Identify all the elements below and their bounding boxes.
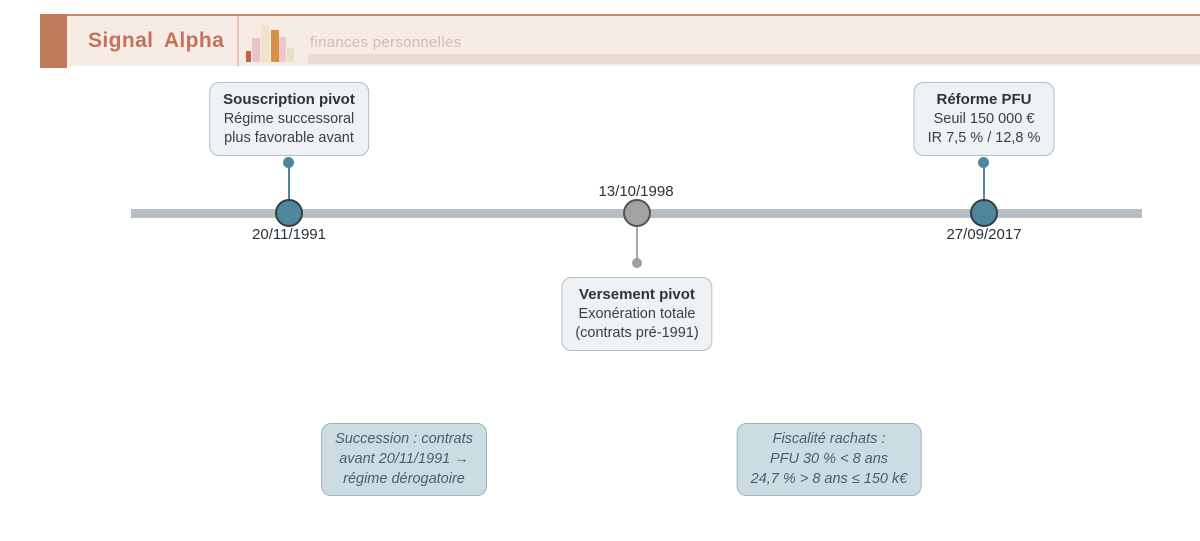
note-succession: Succession : contrats avant 20/11/1991 →… <box>321 423 487 496</box>
callout-souscription-pivot: Souscription pivot Régime successoral pl… <box>209 82 369 156</box>
subtitle-underline <box>308 54 1200 64</box>
connector-dot <box>283 157 294 168</box>
connector-stem <box>983 163 985 201</box>
header: Signal Alpha finances personnelles <box>40 14 1200 68</box>
callout-title: Versement pivot <box>579 286 695 303</box>
note-line: Succession : contrats <box>335 431 473 447</box>
brand-title: Signal Alpha <box>88 29 225 52</box>
callout-line: IR 7,5 % / 12,8 % <box>927 129 1041 146</box>
brand-square <box>40 14 67 68</box>
callout-title: Souscription pivot <box>223 91 355 108</box>
callout-line: plus favorable avant <box>224 129 354 146</box>
callout-line: Exonération totale <box>578 306 696 322</box>
callout-line: Régime successoral <box>223 111 355 127</box>
note-line: Fiscalité rachats : <box>772 431 886 447</box>
note-line: PFU 30 % < 8 ans <box>769 451 889 467</box>
logo-bar <box>252 38 260 62</box>
header-subtitle: finances personnelles <box>310 34 462 51</box>
note-fiscalite: Fiscalité rachats : PFU 30 % < 8 ans 24,… <box>736 423 922 496</box>
connector-stem <box>636 227 638 259</box>
date-label: 27/09/2017 <box>946 226 1022 243</box>
callout-line: Seuil 150 000 € <box>933 111 1035 127</box>
timeline-node-1998 <box>623 199 651 227</box>
connector-stem <box>288 163 290 201</box>
note-line: 24,7 % > 8 ans ≤ 150 k€ <box>750 471 908 487</box>
connector-dot <box>632 258 642 268</box>
callout-reforme-pfu: Réforme PFU Seuil 150 000 € IR 7,5 % / 1… <box>913 82 1055 156</box>
callout-versement-pivot: Versement pivot Exonération totale (cont… <box>561 277 713 351</box>
callout-title: Réforme PFU <box>936 91 1032 108</box>
bar-chart-icon <box>246 22 296 62</box>
logo-bar <box>287 48 294 62</box>
date-label: 13/10/1998 <box>598 183 674 200</box>
header-divider <box>237 16 239 66</box>
date-label: 20/11/1991 <box>252 226 326 243</box>
note-line: régime dérogatoire <box>343 471 465 487</box>
connector-dot <box>978 157 989 168</box>
note-line: avant 20/11/1991 → <box>339 451 469 467</box>
timeline-node-2017 <box>970 199 998 227</box>
logo-bar <box>279 37 286 62</box>
logo-bar <box>246 51 251 62</box>
logo-bar <box>261 25 270 62</box>
callout-line: (contrats pré-1991) <box>575 324 699 341</box>
logo-bar <box>271 30 279 62</box>
timeline-node-1991 <box>275 199 303 227</box>
